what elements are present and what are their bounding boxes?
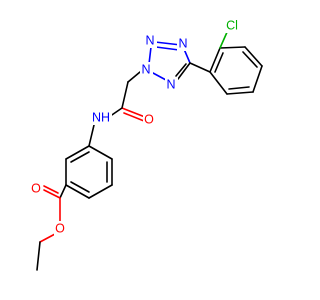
atom-chlorine: Cl xyxy=(222,18,242,33)
bond-n4-n3 xyxy=(152,72,167,81)
bond-p6-p1 xyxy=(209,71,228,95)
bond-p4-p5 xyxy=(252,65,263,93)
atom-n-top-left: N xyxy=(144,33,157,48)
bond-p1-p2-inner xyxy=(214,52,224,73)
bond-carbonyl-o xyxy=(121,107,146,118)
bond-n2-c5 xyxy=(183,48,191,64)
bond-n1-n2-double xyxy=(155,46,180,51)
svg-text:N: N xyxy=(145,33,154,47)
bond-oalk-ch2 xyxy=(39,233,56,243)
svg-text:O: O xyxy=(144,112,154,126)
bond-b3-b4 xyxy=(88,184,113,199)
bond-nh-ring xyxy=(88,124,95,147)
atom-n-top-right: N xyxy=(177,36,190,51)
bond-ring-ester-c xyxy=(59,184,67,199)
bond-ester-c-o xyxy=(43,189,61,199)
atom-ester-o-double: O xyxy=(30,181,43,196)
bond-p3-p4 xyxy=(244,46,263,67)
bond-carbonyl-o-double xyxy=(123,112,145,122)
bond-p5-p6 xyxy=(226,91,254,95)
bond-c5-phenyl xyxy=(189,62,211,73)
svg-text:N: N xyxy=(178,36,187,50)
atom-ester-o-single: O xyxy=(54,221,67,236)
svg-text:N: N xyxy=(166,77,175,91)
bond-c5-n4-double xyxy=(175,63,187,77)
bond-b4-b5-inner xyxy=(70,181,90,193)
bond-ester-c-o-double xyxy=(43,185,59,194)
bond-b1-b2 xyxy=(88,145,113,160)
atom-n-ring-left: N xyxy=(140,62,153,77)
bond-b6-b1 xyxy=(65,145,90,160)
bond-ch2-ch3 xyxy=(36,241,41,271)
bond-n3-n1 xyxy=(148,46,152,65)
bond-b4-b5 xyxy=(65,184,90,199)
bond-p5-p6-inner xyxy=(228,86,250,90)
bond-b6-b1-inner xyxy=(70,151,90,163)
bond-p2-p3 xyxy=(219,46,246,49)
bond-p1-p2 xyxy=(209,47,221,73)
atom-amide-o: O xyxy=(143,112,156,127)
bond-n-ch2 xyxy=(127,71,141,83)
bond-c5-n4 xyxy=(177,62,191,80)
bond-ch2-carbonyl xyxy=(121,81,129,109)
svg-text:O: O xyxy=(55,221,65,235)
svg-text:Cl: Cl xyxy=(226,18,238,32)
bond-p3-p4-inner xyxy=(242,51,258,68)
svg-text:O: O xyxy=(31,181,41,195)
molecule-diagram: N N N N Cl NH O O O xyxy=(30,18,263,271)
atom-n-ring-bottom: N xyxy=(165,77,178,92)
molecule-structure: N N N N Cl NH O O O xyxy=(30,18,263,271)
atom-amide-nh: NH xyxy=(90,110,112,125)
svg-text:NH: NH xyxy=(92,110,110,124)
bond-n1-n2 xyxy=(154,41,182,46)
svg-text:N: N xyxy=(141,62,150,76)
